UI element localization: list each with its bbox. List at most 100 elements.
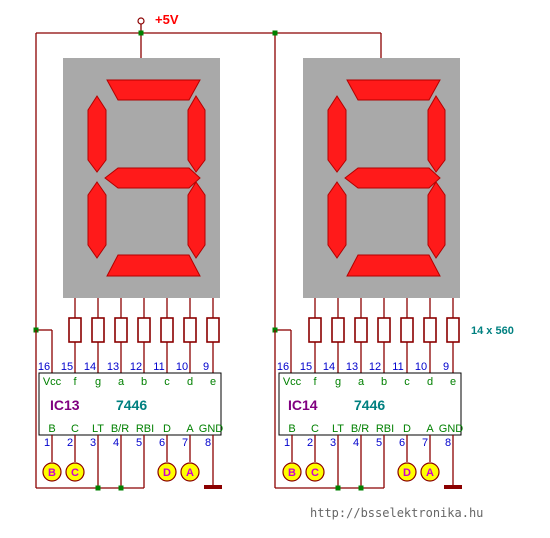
seven-segment-display-1 [63,58,220,298]
top-pin-number: 16 [38,361,50,373]
svg-text:D: D [163,467,171,479]
input-terminal-a[interactable]: A [180,462,200,482]
top-pin-number: 11 [153,361,164,373]
top-pin-number: 15 [300,361,312,373]
bottom-pin-name: LT [332,423,344,435]
supply-label: +5V [155,12,179,27]
input-terminal-c[interactable]: C [305,462,325,482]
input-terminal-b[interactable]: B [42,462,62,482]
bottom-pin-number: 4 [113,437,119,449]
ic-bottom-wiring-2 [274,330,454,489]
segment-e [327,181,347,259]
resistor [423,317,437,343]
svg-text:A: A [186,467,194,479]
resistor [206,317,220,343]
top-pin-name: b [141,376,147,388]
bottom-pin-number: 3 [330,437,336,449]
ground-symbol [204,485,222,489]
resistor [114,317,128,343]
segment-resistors-1 [68,298,220,373]
segment-f [327,95,347,173]
resistor-label: 14 x 560 [471,325,514,337]
seven-segment-display-2 [303,58,460,298]
vcc-wiring-1 [36,329,53,373]
top-pin-name: e [210,376,216,388]
segment-f [87,95,107,173]
bottom-pin-name: RBI [136,423,154,435]
top-pin-name: c [404,376,410,388]
resistor [400,317,414,343]
ic-bottom-wiring-1 [35,330,214,489]
input-terminal-d[interactable]: D [157,462,177,482]
ic-name: IC14 [288,397,318,413]
bottom-pin-number: 5 [136,437,142,449]
input-terminal-b[interactable]: B [282,462,302,482]
top-pin-number: 13 [346,361,358,373]
top-pin-number: 9 [203,361,209,373]
footer-url: http://bsselektronika.hu [310,506,483,520]
svg-text:C: C [311,467,319,479]
ic-name: IC13 [50,397,80,413]
resistor [160,317,174,343]
wire-node [358,485,364,491]
supply-wiring [35,24,382,330]
top-pin-name: e [450,376,456,388]
resistor [354,317,368,343]
top-pin-number: 14 [323,361,335,373]
bottom-pin-name: RBI [376,423,394,435]
bottom-pin-name: A [426,423,434,435]
bottom-pin-name: C [71,423,79,435]
bottom-pin-number: 6 [399,437,405,449]
top-pin-name: f [313,376,317,388]
svg-text:C: C [71,467,79,479]
top-pin-number: 12 [369,361,381,373]
top-pin-name: d [187,376,193,388]
top-pin-name: c [164,376,170,388]
svg-text:D: D [403,467,411,479]
wire-node [95,485,101,491]
input-terminal-c[interactable]: C [65,462,85,482]
ground-symbol [444,485,462,489]
input-terminal-a[interactable]: A [420,462,440,482]
top-pin-number: 16 [277,361,289,373]
segment-g [344,167,441,189]
segment-e [87,181,107,259]
top-pin-number: 10 [415,361,427,373]
top-pin-number: 14 [84,361,96,373]
segment-c [187,181,206,259]
top-pin-name: d [427,376,433,388]
bottom-pin-name: LT [92,423,104,435]
svg-text:A: A [426,467,434,479]
svg-text:B: B [48,467,56,479]
segment-b [187,95,206,173]
ic-type: 7446 [354,397,385,413]
resistor [137,317,151,343]
svg-text:B: B [288,467,296,479]
bottom-pin-number: 2 [307,437,313,449]
segment-d [106,254,201,277]
top-pin-name: a [118,376,125,388]
bottom-pin-number: 7 [182,437,188,449]
segment-g [104,167,201,189]
bottom-pin-name: GND [439,423,464,435]
bottom-pin-number: 7 [422,437,428,449]
bottom-pin-number: 3 [90,437,96,449]
bottom-pin-name: B [288,423,295,435]
top-pin-name: g [335,376,341,388]
supply-node [272,30,278,36]
wire-node [335,485,341,491]
bottom-pin-number: 8 [205,437,211,449]
top-pin-name: a [358,376,365,388]
bottom-pin-number: 6 [159,437,165,449]
resistor [331,317,345,343]
input-terminal-d[interactable]: D [397,462,417,482]
top-pin-name: Vcc [283,376,302,388]
bottom-pin-name: B/R [351,423,369,435]
bottom-pin-number: 4 [353,437,359,449]
resistor [308,317,322,343]
resistor [91,317,105,343]
bottom-pin-number: 2 [67,437,73,449]
top-pin-number: 11 [392,361,403,373]
bottom-pin-number: 5 [376,437,382,449]
